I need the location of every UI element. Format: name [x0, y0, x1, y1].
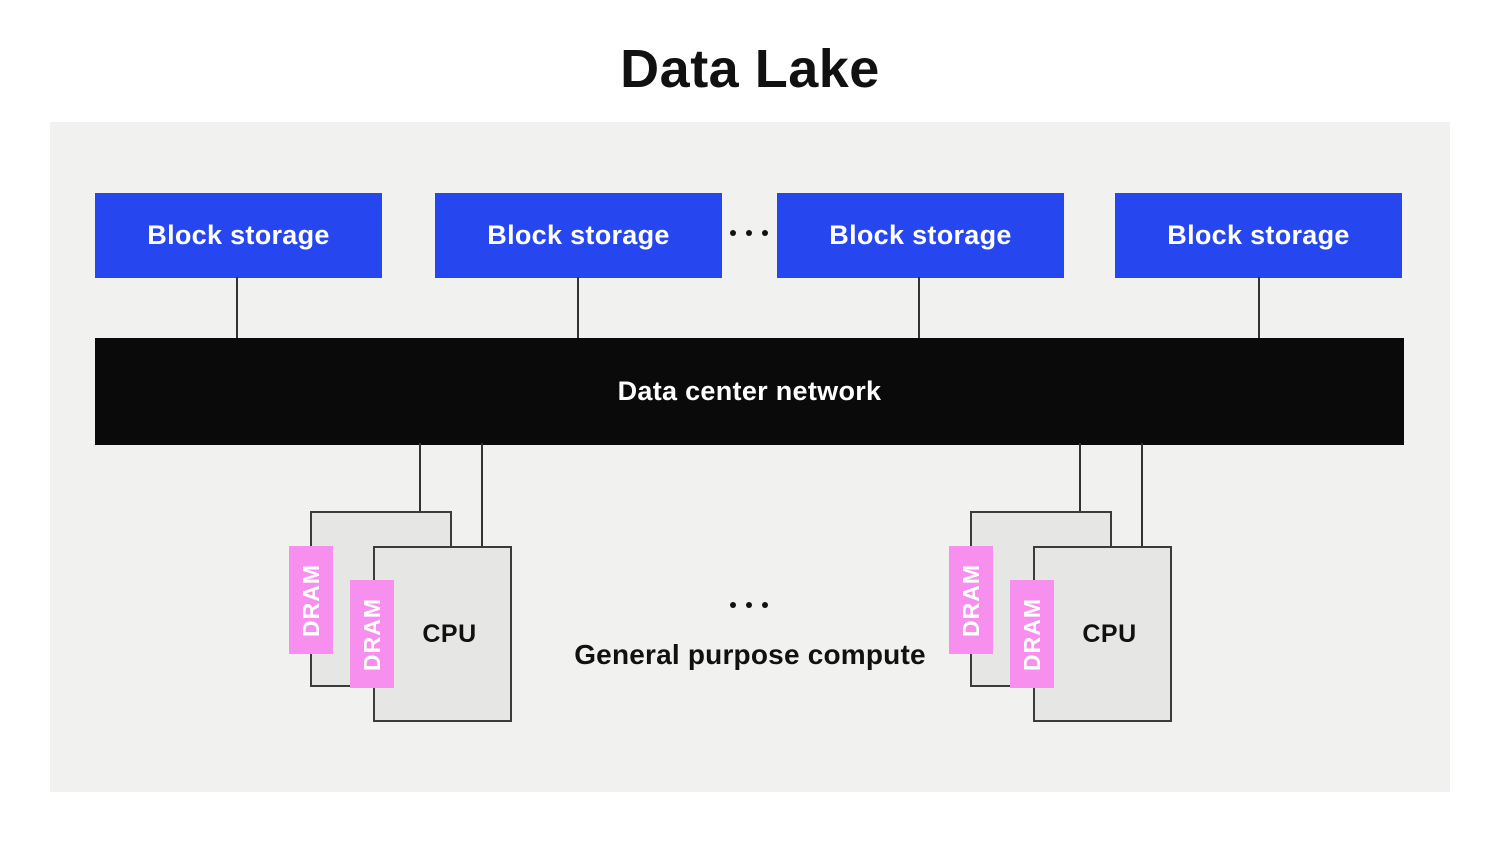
connector-line: [1141, 443, 1143, 546]
ellipsis-icon: [730, 602, 768, 608]
block-storage-label: Block storage: [829, 220, 1012, 250]
connector-line: [577, 277, 579, 340]
block-storage-label: Block storage: [487, 220, 670, 250]
dram-chip: DRAM: [949, 546, 993, 654]
block-storage-box-1: Block storage: [95, 193, 382, 278]
block-storage-label: Block storage: [1167, 220, 1350, 250]
dram-chip: DRAM: [289, 546, 333, 654]
compute-node-front: CPU: [373, 546, 512, 722]
connector-line: [1079, 443, 1081, 511]
compute-node-front: CPU: [1033, 546, 1172, 722]
connector-line: [481, 443, 483, 546]
block-storage-label: Block storage: [147, 220, 330, 250]
compute-caption: General purpose compute: [574, 639, 926, 670]
dram-label: DRAM: [297, 563, 324, 637]
cpu-label: CPU: [422, 619, 477, 648]
connector-line: [236, 277, 238, 340]
connector-line: [1258, 277, 1260, 340]
block-storage-box-4: Block storage: [1115, 193, 1402, 278]
compute-cluster-2: DRAM CPU DRAM: [949, 511, 1172, 722]
connector-line: [419, 443, 421, 511]
dram-chip: DRAM: [1010, 580, 1054, 688]
data-center-network-bar: Data center network: [95, 338, 1404, 445]
connector-line: [918, 277, 920, 340]
page-title: Data Lake: [620, 39, 880, 99]
dram-label: DRAM: [957, 563, 984, 637]
dram-label: DRAM: [358, 597, 385, 671]
cpu-label: CPU: [1082, 619, 1137, 648]
block-storage-box-3: Block storage: [777, 193, 1064, 278]
network-label: Data center network: [617, 376, 882, 406]
compute-cluster-1: DRAM CPU DRAM: [289, 511, 512, 722]
block-storage-box-2: Block storage: [435, 193, 722, 278]
dram-chip: DRAM: [350, 580, 394, 688]
dram-label: DRAM: [1018, 597, 1045, 671]
ellipsis-icon: [730, 230, 768, 236]
